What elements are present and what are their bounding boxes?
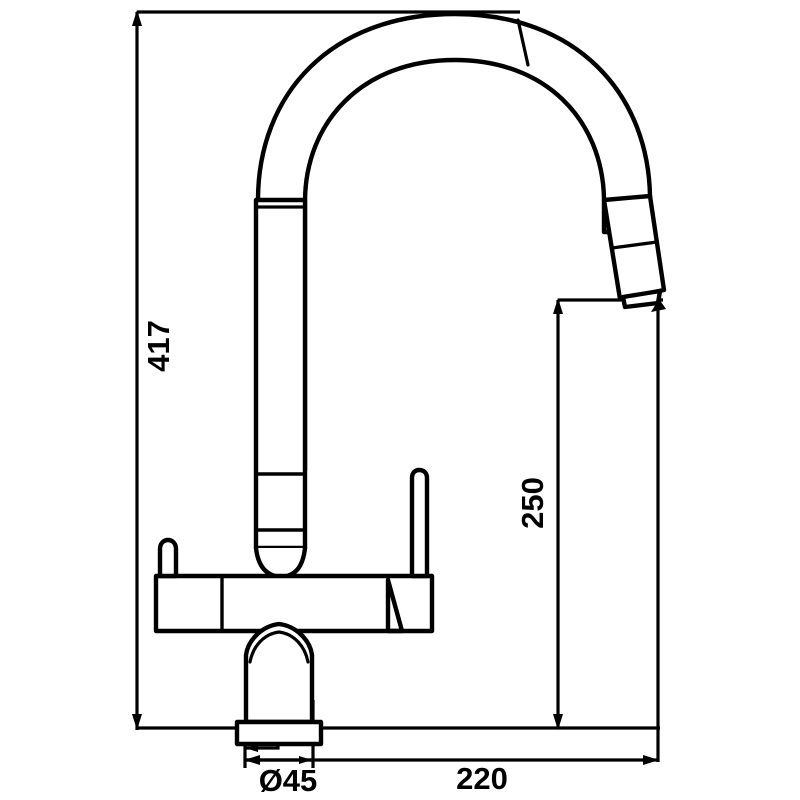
- dimension-arrowheads: [132, 10, 666, 765]
- pedestal-column: [243, 621, 315, 725]
- height-dimension-label: 417: [141, 320, 176, 372]
- arrowhead-spout-height-bottom: [553, 714, 563, 730]
- arrowhead-spout-height-top: [553, 298, 563, 314]
- left-handle: [157, 537, 179, 579]
- spout-outlet-band: [610, 240, 659, 250]
- arrowhead-reach-right: [643, 755, 659, 765]
- arrowhead-height-bottom: [132, 714, 142, 730]
- gooseneck-segment-divider: [516, 18, 530, 67]
- spout-height-dimension-label: 250: [515, 477, 550, 529]
- base-diameter-dimension-label: Ø45: [259, 763, 318, 798]
- arrowhead-spout-outlet: [651, 299, 666, 312]
- body-right-facet: [385, 577, 405, 634]
- right-handle: [409, 467, 430, 579]
- arrowhead-height-top: [132, 10, 142, 26]
- arrowhead-base-diameter-left: [246, 756, 259, 764]
- base-plate: [234, 719, 324, 747]
- spout-outlet-head: [601, 193, 667, 302]
- spout-outlet-tip: [620, 288, 663, 310]
- arrowhead-base-diameter-right: [299, 756, 312, 764]
- reach-dimension-label: 220: [456, 761, 508, 796]
- riser-swivel-shoulder: [253, 545, 308, 580]
- riser-column: [253, 197, 308, 551]
- mixer-body: [153, 573, 435, 634]
- faucet-outline: [153, 11, 667, 747]
- gooseneck-spout-arc: [255, 11, 653, 473]
- pedestal-inner-shoulder: [248, 630, 310, 664]
